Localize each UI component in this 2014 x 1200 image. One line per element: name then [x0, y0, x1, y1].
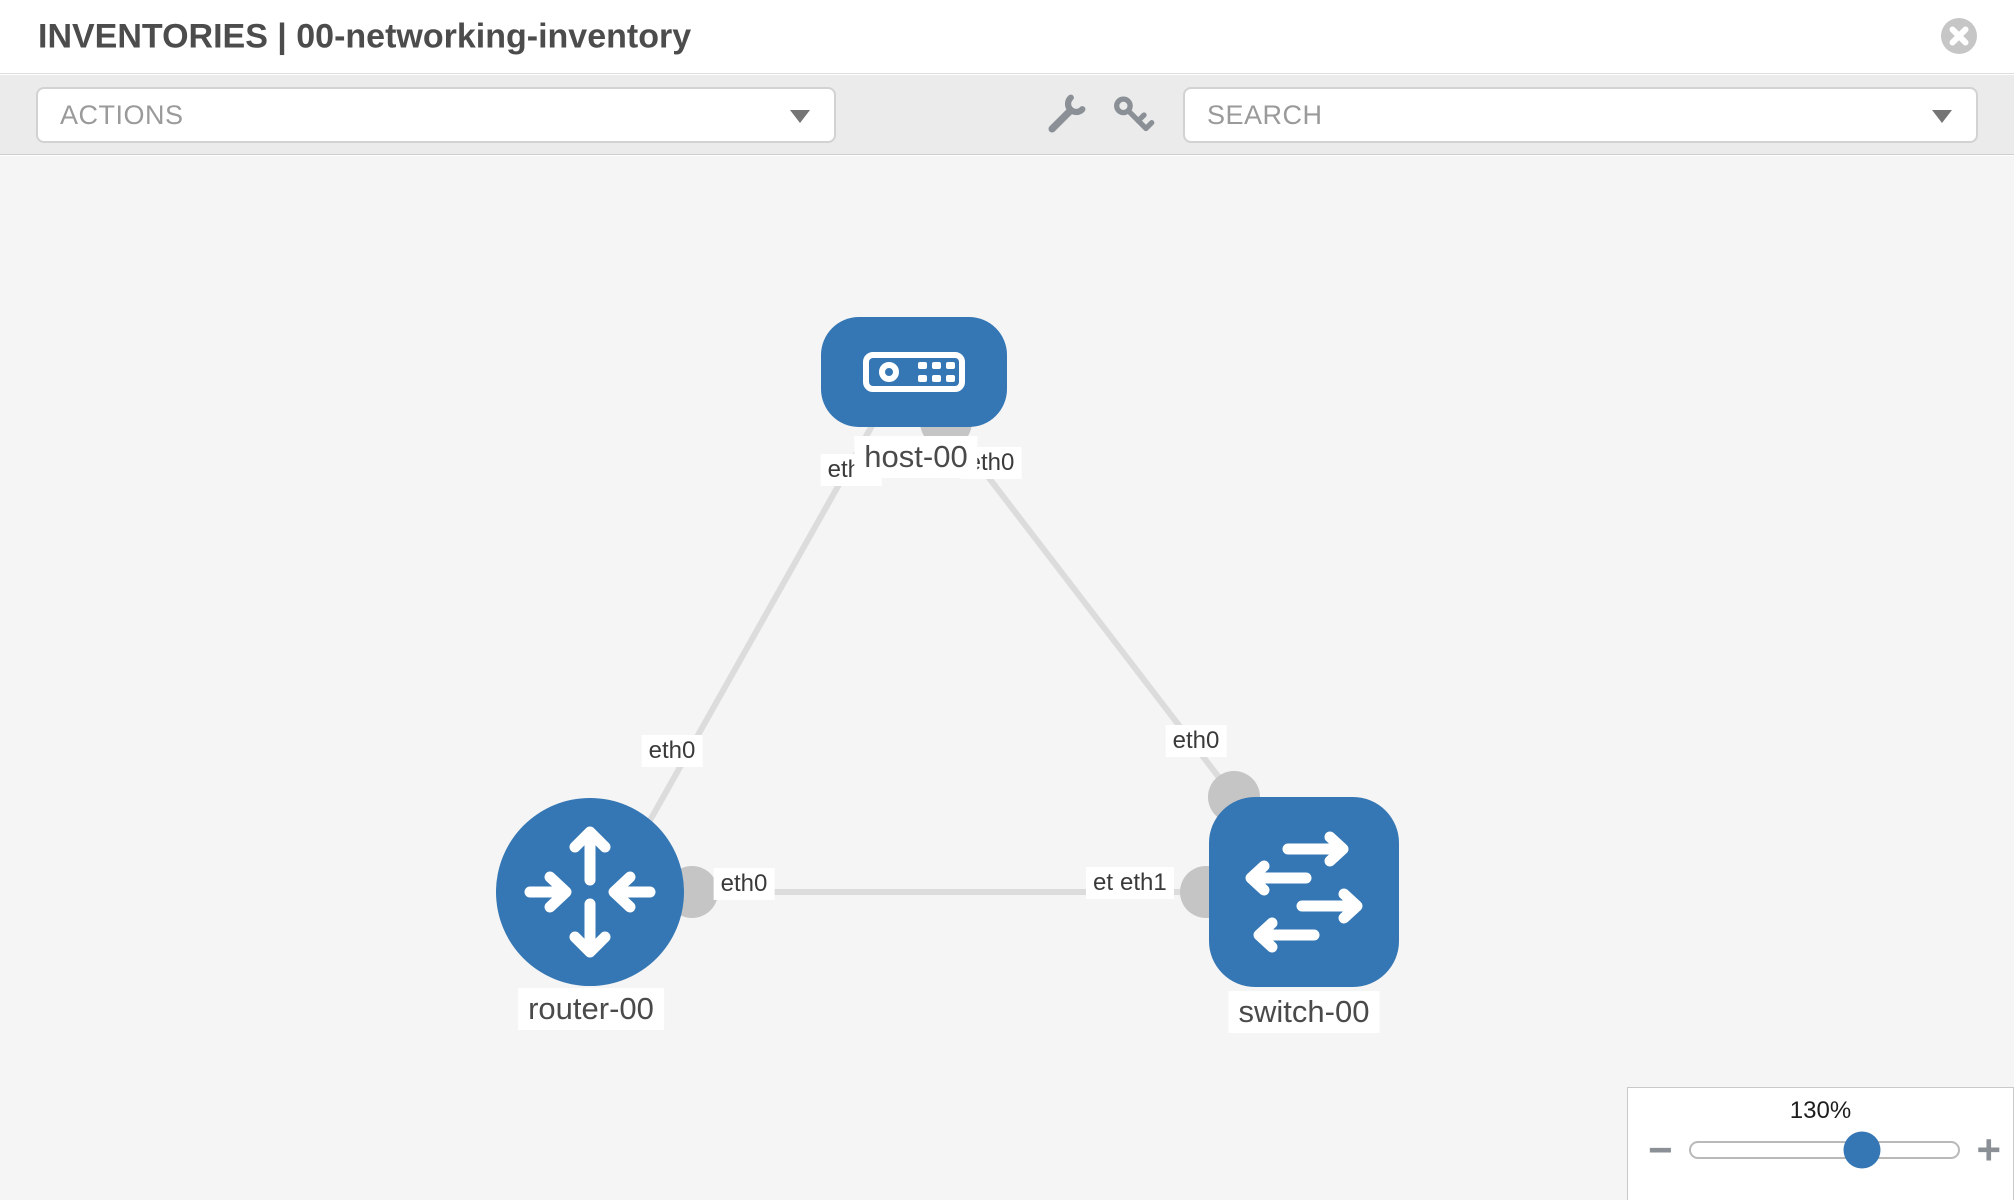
actions-placeholder: ACTIONS: [60, 99, 184, 130]
key-icon: [1114, 96, 1155, 132]
interface-label: eth0: [641, 735, 703, 767]
interface-label-overlap: eth0 eth1: [1086, 867, 1174, 899]
zoom-panel: 130% − +: [1627, 1087, 2014, 1200]
search-dropdown[interactable]: SEARCH: [1183, 87, 1978, 143]
node-label-router: router-00: [518, 988, 664, 1030]
close-icon: [1941, 18, 1977, 54]
zoom-level-value: 130%: [1789, 1097, 1852, 1124]
zoom-in-button[interactable]: +: [1976, 1126, 2001, 1173]
link-host-router[interactable]: [609, 406, 885, 890]
interface-label-clipped: eth0: [1086, 867, 1113, 899]
wrench-button[interactable]: [1042, 91, 1090, 139]
chevron-down-icon: [1932, 110, 1952, 123]
wrench-icon: [1048, 94, 1086, 133]
page-title: INVENTORIES | 00-networking-inventory: [38, 17, 692, 55]
chevron-down-icon: [790, 110, 810, 123]
header: INVENTORIES | 00-networking-inventory: [0, 0, 2014, 74]
node-label-switch: switch-00: [1228, 991, 1380, 1033]
router-icon: [524, 826, 656, 958]
actions-dropdown[interactable]: ACTIONS: [36, 87, 836, 143]
zoom-slider-thumb[interactable]: [1843, 1131, 1881, 1169]
close-button[interactable]: [1940, 17, 1978, 55]
interface-label: eth0: [713, 868, 775, 900]
zoom-slider-track[interactable]: [1688, 1131, 1961, 1169]
search-placeholder: SEARCH: [1207, 99, 1323, 130]
node-label-host: host-00: [854, 436, 978, 478]
interface-label: eth0: [1165, 725, 1227, 757]
node-router-00[interactable]: [496, 798, 684, 986]
key-button[interactable]: [1109, 91, 1157, 139]
interface-label: eth1: [1113, 867, 1174, 899]
toolbar: ACTIONS SEARCH: [0, 75, 2014, 155]
node-host-00[interactable]: [821, 317, 1007, 427]
topology-canvas[interactable]: eth0 eth0 eth0 eth0 eth0 eth0 eth1 host-…: [0, 156, 2014, 1200]
zoom-out-button[interactable]: −: [1648, 1126, 1673, 1173]
host-icon: [863, 352, 965, 392]
node-switch-00[interactable]: [1209, 797, 1399, 987]
switch-icon: [1245, 831, 1363, 953]
